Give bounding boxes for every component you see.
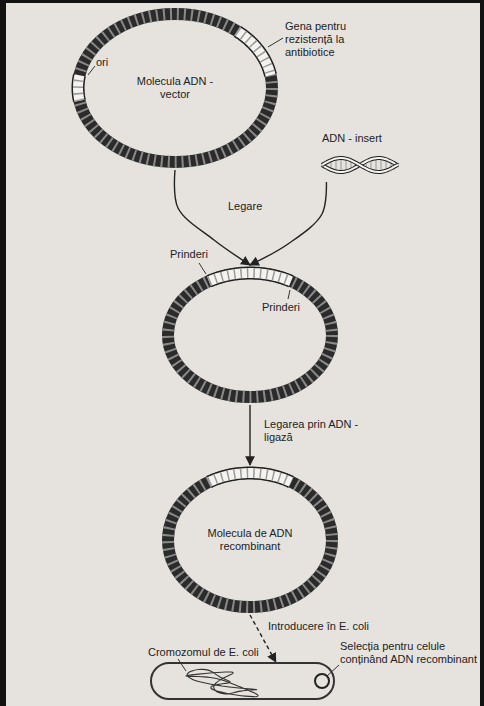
gene-label: Gena pentru rezistență la antibiotice [285,20,385,60]
junction-label: Prinderi [262,301,300,314]
open-plasmid: PrinderiPrinderi [160,265,340,405]
leader-line [327,665,339,676]
leader-line [178,659,186,671]
plasmid-title: Molecula de ADN recombinant [204,527,296,553]
leader-line [88,66,95,75]
dna-ring [160,265,340,405]
cell-contents [152,664,337,702]
plasmid-title: Molecula ADN - vector [129,75,221,101]
leader-line [288,290,290,299]
insert-fragment: ADN - insert [318,132,402,182]
edge-label: Introducere în E. coli [266,620,371,633]
edge-label: Legare [226,200,264,213]
junction-label: Prinderi [170,248,208,261]
insert-title: ADN - insert [322,132,382,145]
arrow-connector [250,182,326,265]
origin-label: ori [96,56,108,69]
plasmid-in-cell [315,674,329,688]
chromosome-label: Cromozomul de E. coli [148,646,259,659]
recombinant-plasmid: Molecula de ADN recombinant [160,465,340,615]
edge-label: Legarea prin ADN - ligază [262,418,361,444]
chromosome [186,669,258,696]
arrow-connector [249,405,250,465]
bacterial-cell: Cromozomul de E. coliSelecția pentru cel… [150,662,335,700]
selection-label: Selecția pentru celule conținând ADN rec… [340,640,478,666]
vector-plasmid: Molecula ADN - vector [70,6,280,170]
leader-line [199,263,206,274]
leader-line [268,38,283,47]
dna-fragment [318,150,402,180]
